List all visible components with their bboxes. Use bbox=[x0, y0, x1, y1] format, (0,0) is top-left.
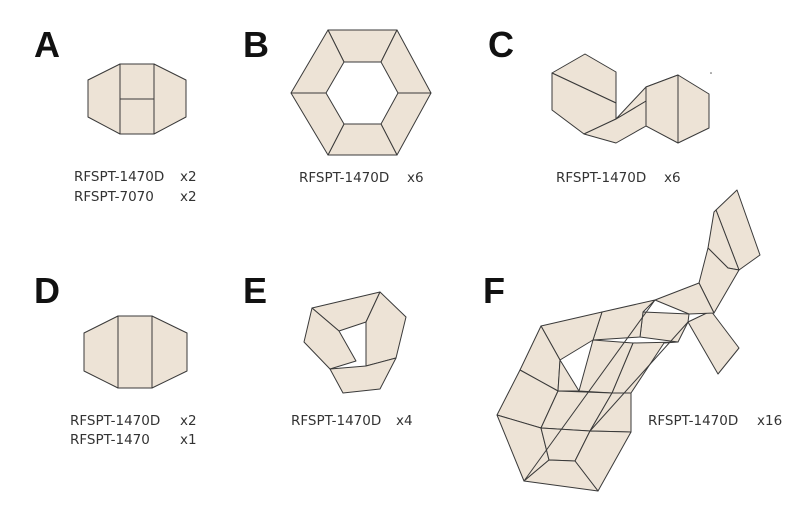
panel-b-letter: B bbox=[243, 24, 269, 65]
panel-f-shape bbox=[496, 189, 761, 492]
panel-a-letter: A bbox=[34, 24, 60, 65]
panel-d-letter: D bbox=[34, 270, 60, 311]
panel-a-bottom-square bbox=[119, 98, 155, 135]
panel-b-part-qty-1: x6 bbox=[407, 170, 424, 186]
panel-d-part-qty-2: x1 bbox=[180, 432, 197, 448]
panel-c-part-qty-1: x6 bbox=[664, 170, 681, 186]
panel-f-part-code-1: RFSPT-1470D bbox=[648, 413, 738, 429]
panel-d: D RFSPT-1470D x2 RFSPT-1470 x1 bbox=[34, 270, 197, 448]
panel-e: E RFSPT-1470D x4 bbox=[243, 270, 413, 429]
panel-f: F RF bbox=[483, 189, 782, 492]
panel-b: B RFSPT-1470D x6 bbox=[243, 24, 432, 186]
panel-a-part-qty-1: x2 bbox=[180, 169, 197, 185]
panel-b-part-code-1: RFSPT-1470D bbox=[299, 170, 389, 186]
panel-c-letter: C bbox=[488, 24, 514, 65]
panel-a-top-square bbox=[119, 63, 155, 100]
panel-d-left-trapezoid bbox=[83, 315, 119, 389]
panel-c-trapezoid-3 bbox=[645, 74, 679, 144]
panel-d-part-code-2: RFSPT-1470 bbox=[70, 432, 150, 448]
panel-a-shape bbox=[87, 63, 187, 135]
panel-d-part-qty-1: x2 bbox=[180, 413, 197, 429]
panel-e-trapezoid-bottom bbox=[329, 357, 397, 394]
panel-b-shape bbox=[290, 29, 432, 156]
panel-e-part-code-1: RFSPT-1470D bbox=[291, 413, 381, 429]
panel-f-letter: F bbox=[483, 270, 505, 311]
panel-e-letter: E bbox=[243, 270, 267, 311]
panel-f-tile-6 bbox=[639, 311, 690, 343]
panel-a-part-code-1: RFSPT-1470D bbox=[74, 169, 164, 185]
panel-a: A RFSPT-1470D x2 RFSPT-7070 x2 bbox=[34, 24, 197, 205]
panel-f-tile-4 bbox=[687, 310, 740, 375]
panel-f-tile-12 bbox=[557, 359, 580, 392]
panel-c-shape bbox=[551, 53, 710, 144]
stray-dot bbox=[710, 72, 712, 74]
panel-a-part-qty-2: x2 bbox=[180, 189, 197, 205]
panel-a-left-trapezoid bbox=[87, 63, 121, 135]
panel-c: C RFSPT-1470D x6 bbox=[488, 24, 710, 186]
panel-f-tile-5 bbox=[654, 282, 715, 315]
panel-e-trapezoid-left bbox=[303, 307, 357, 370]
panel-c-part-code-1: RFSPT-1470D bbox=[556, 170, 646, 186]
panel-d-right-trapezoid bbox=[151, 315, 188, 389]
panel-f-tile-19 bbox=[523, 459, 599, 492]
panel-a-part-code-2: RFSPT-7070 bbox=[74, 189, 154, 205]
panel-d-shape bbox=[83, 315, 188, 389]
panel-e-part-qty-1: x4 bbox=[396, 413, 413, 429]
panel-a-right-trapezoid bbox=[153, 63, 187, 135]
panel-b-trapezoid-top-left bbox=[290, 29, 345, 94]
panel-f-seam-line-1 bbox=[523, 299, 656, 482]
panel-d-center-rectangle bbox=[117, 315, 153, 389]
panel-c-trapezoid-4 bbox=[677, 74, 710, 144]
panel-e-shape bbox=[303, 291, 407, 394]
panel-f-seam-line-2 bbox=[589, 321, 689, 432]
panel-d-part-code-1: RFSPT-1470D bbox=[70, 413, 160, 429]
panel-f-tile-3 bbox=[698, 247, 740, 314]
panel-f-part-qty-1: x16 bbox=[757, 413, 782, 429]
